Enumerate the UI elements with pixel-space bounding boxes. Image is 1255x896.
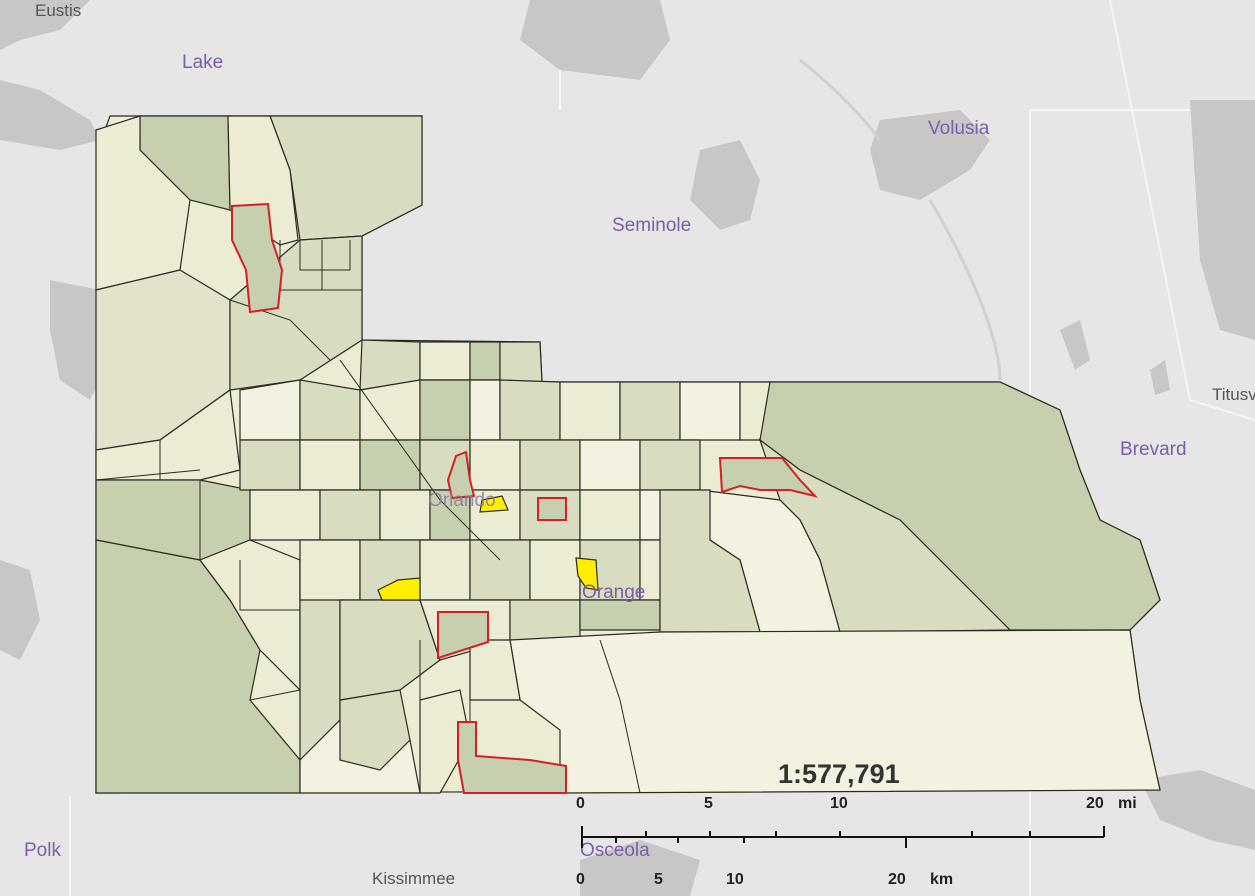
scale-mi-0: 0 [576,795,585,812]
yellow-tracts[interactable] [377,495,599,601]
basemap-rivers [799,58,1002,381]
scale-bar: 0 5 10 20 mi 0 5 10 20 km [576,795,1137,888]
scale-mi-10: 10 [830,795,848,812]
label-orlando: Orlando [428,490,496,511]
label-eustis: Eustis [35,1,81,20]
label-kissimmee: Kissimmee [372,869,455,888]
label-lake: Lake [182,52,223,73]
label-volusia: Volusia [928,118,990,139]
scale-km-5: 5 [654,871,663,888]
label-osceola: Osceola [580,840,650,861]
scale-km-unit: km [930,871,953,888]
label-titusville: Titusv [1212,385,1255,404]
scale-mi-20: 20 [1086,795,1104,812]
label-brevard: Brevard [1120,439,1187,460]
scale-ratio: 1:577,791 [778,759,900,789]
scale-mi-5: 5 [704,795,713,812]
scale-km-0: 0 [576,871,585,888]
scale-mi-unit: mi [1118,795,1137,812]
tract[interactable] [509,629,1161,794]
label-seminole: Seminole [612,215,691,236]
label-orange: Orange [582,582,645,603]
scale-km-10: 10 [726,871,744,888]
orange-county-tracts[interactable] [95,115,1161,794]
label-polk: Polk [24,840,61,861]
tract[interactable] [469,639,521,701]
scale-km-20: 20 [888,871,906,888]
highlighted-tracts[interactable] [231,202,819,794]
